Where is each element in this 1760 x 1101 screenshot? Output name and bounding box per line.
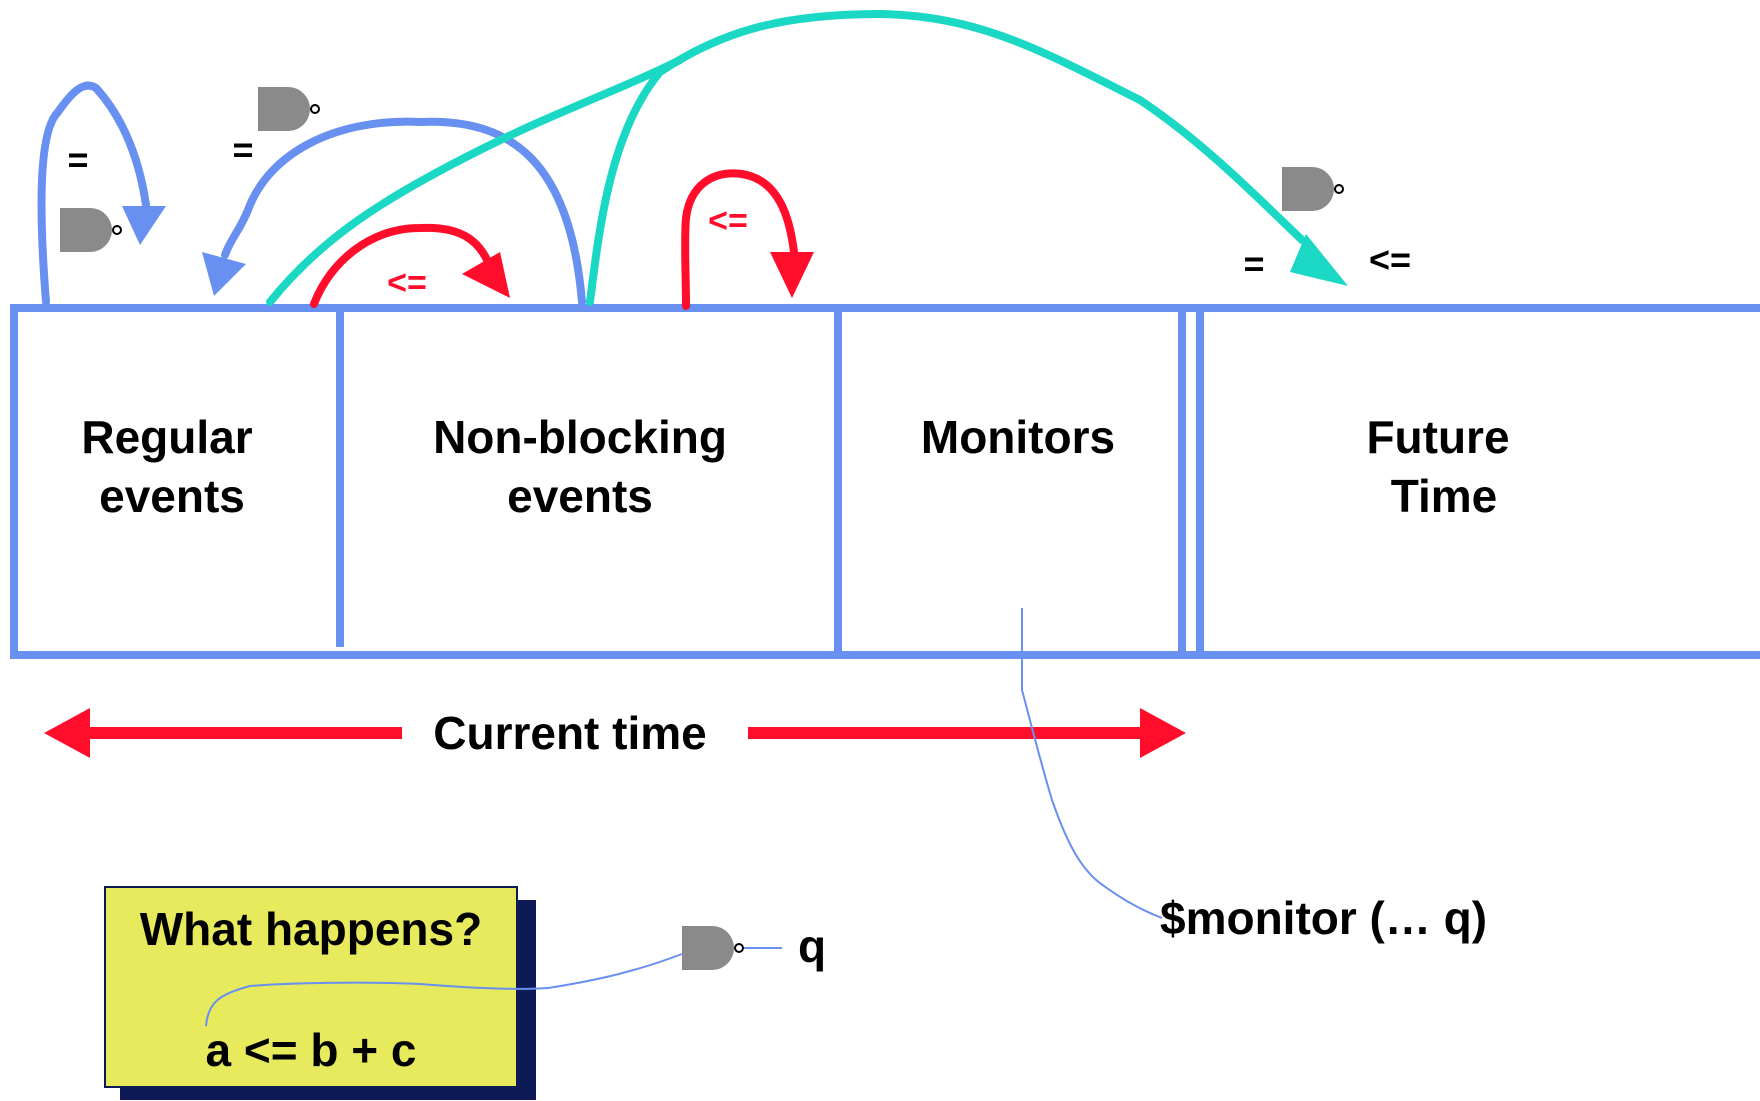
callout-statement: a <= b + c xyxy=(206,1024,417,1076)
arrow-icon xyxy=(770,252,814,298)
nand-gate-icon xyxy=(1281,166,1344,212)
event-queue xyxy=(10,304,1760,659)
arrow-icon xyxy=(44,708,90,758)
future-arrows xyxy=(266,9,1348,306)
arrow-icon xyxy=(1290,234,1348,286)
nand-gate-icon xyxy=(59,207,122,253)
arrow-icon xyxy=(1140,708,1186,758)
monitor-pointer-line xyxy=(1021,608,1163,919)
nonblocking-loop-1 xyxy=(310,223,492,308)
blocking-loop-to-regular xyxy=(221,117,586,306)
region-label-regular-1: Regular xyxy=(81,411,252,463)
nonblocking-arrows xyxy=(310,169,814,310)
monitor-label: $monitor (… q) xyxy=(1160,892,1487,944)
callout-pointer-line xyxy=(205,953,683,1027)
gate-output-label: q xyxy=(798,920,826,972)
region-label-monitors: Monitors xyxy=(921,411,1115,463)
future-arc-from-regular xyxy=(266,56,684,306)
arrow-icon xyxy=(462,252,510,298)
nonblocking-symbol-future: <= xyxy=(1369,239,1411,280)
callout: What happens? a <= b + c xyxy=(104,886,536,1100)
blocking-loop-regular xyxy=(37,81,150,306)
blocking-symbol-future: = xyxy=(1243,243,1264,284)
nand-gate-icon xyxy=(257,86,320,132)
queue-outline xyxy=(10,304,1760,659)
current-time-arrow xyxy=(44,708,1186,758)
region-label-nonblocking-2: events xyxy=(507,470,653,522)
region-label-nonblocking-1: Non-blocking xyxy=(433,411,727,463)
region-label-regular-2: events xyxy=(99,470,245,522)
arrow-icon xyxy=(202,252,246,296)
future-arc-from-nonblocking xyxy=(586,9,1306,306)
nonblocking-loop-2 xyxy=(681,169,798,310)
arrow-icon xyxy=(122,206,166,245)
nonblocking-symbol-loop-2: <= xyxy=(708,202,748,240)
current-time-label: Current time xyxy=(433,707,706,759)
blocking-symbol-regular: = xyxy=(67,139,88,180)
blocking-symbol-top: = xyxy=(232,129,253,170)
callout-question: What happens? xyxy=(140,903,482,955)
nonblocking-symbol-loop-1: <= xyxy=(387,264,427,302)
blocking-arrows xyxy=(37,81,586,306)
nand-gate-icon xyxy=(681,925,744,971)
region-label-future-2: Time xyxy=(1391,470,1498,522)
region-label-future-1: Future xyxy=(1366,411,1509,463)
